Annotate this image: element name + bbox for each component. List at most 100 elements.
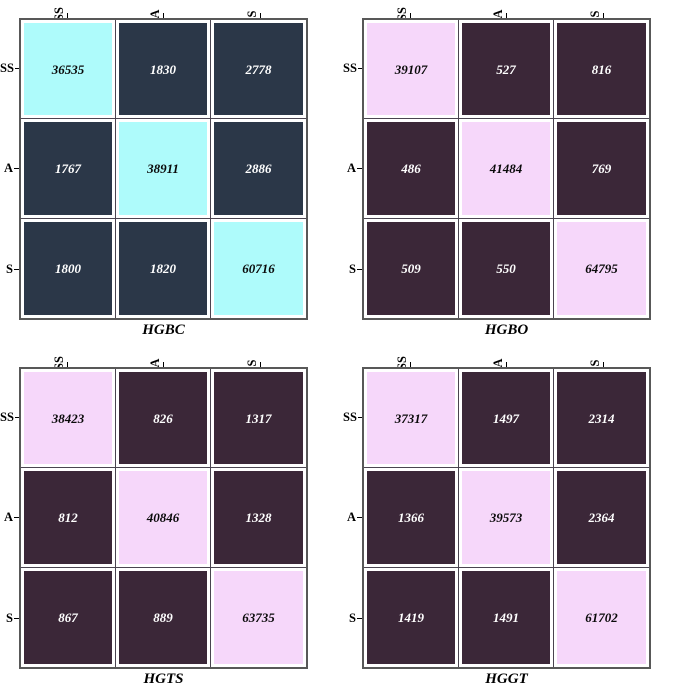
y-tick-hgbc-1: A — [0, 119, 19, 220]
x-tick-hgbo-0: SS — [362, 0, 458, 21]
heatmap-cell-hggt-r0c2: 2314 — [554, 369, 649, 469]
y-tick-hgts-1: A — [0, 468, 19, 569]
heatmap-cell-value: 2364 — [588, 509, 615, 525]
y-tick-mark — [14, 416, 19, 418]
heatmap-cell-hgbo-r0c2: 816 — [554, 20, 649, 120]
y-axis-tick-labels-hggt: SS A S — [343, 367, 362, 669]
x-tick-mark — [602, 362, 604, 367]
y-tick-hgbc-2: S — [0, 219, 19, 320]
x-tick-hggt-0: SS — [362, 349, 458, 370]
x-tick-hgbc-0: SS — [19, 0, 115, 21]
heatmap-cell-hgbo-r1c2: 769 — [554, 119, 649, 219]
heatmap-cell-value: 1328 — [245, 509, 272, 525]
panel-title-hgbo: HGBO — [484, 322, 529, 338]
heatmap-cell-fill: 527 — [462, 23, 550, 116]
x-tick-mark — [67, 13, 69, 18]
heatmap-cell-hggt-r2c1: 1491 — [459, 567, 554, 667]
x-tick-mark — [259, 13, 261, 18]
heatmap-cell-hggt-r1c0: 1366 — [364, 468, 459, 568]
heatmap-cell-hgbc-r2c2: 60716 — [211, 218, 306, 318]
heatmap-cell-fill: 38423 — [24, 372, 112, 465]
heatmap-cell-hgbc-r2c1: 1820 — [116, 218, 211, 318]
y-tick-mark — [14, 67, 19, 69]
y-tick-mark — [357, 269, 362, 271]
heatmap-cell-value: 39573 — [489, 509, 523, 525]
heatmap-cell-value: 64795 — [585, 260, 618, 276]
heatmap-cell-value: 1366 — [398, 509, 424, 525]
heatmap-cell-value: 769 — [591, 160, 612, 176]
panel-title-hgbc: HGBC — [142, 322, 185, 338]
heatmap-cell-value: 1767 — [55, 160, 81, 176]
heatmap-cell-hgts-r0c0: 38423 — [21, 369, 116, 469]
heatmap-cell-hgbc-r2c0: 1800 — [21, 218, 116, 318]
heatmap-cell-hggt-r1c2: 2364 — [554, 468, 649, 568]
heatmap-cell-hgts-r1c0: 812 — [21, 468, 116, 568]
heatmap-cell-fill: 486 — [367, 122, 455, 215]
heatmap-cell-value: 486 — [401, 160, 421, 176]
y-tick-label-text: A — [346, 510, 356, 525]
heatmap-cell-value: 2778 — [245, 61, 272, 77]
panel-title-hggt: HGGT — [485, 671, 528, 687]
y-tick-label-text: A — [3, 161, 13, 176]
heatmap-cell-hgbc-r1c2: 2886 — [211, 119, 306, 219]
heatmap-cell-fill: 1328 — [214, 471, 303, 564]
y-tick-label-text: SS — [343, 409, 357, 424]
heatmap-cell-fill: 63735 — [214, 570, 303, 664]
x-tick-hgbo-2: S — [555, 0, 651, 18]
heatmap-cell-fill: 769 — [557, 122, 646, 215]
heatmap-cell-fill: 39107 — [367, 23, 455, 116]
heatmap-cell-hgts-r2c1: 889 — [116, 567, 211, 667]
heatmap-cell-value: 41484 — [489, 160, 523, 176]
heatmap-cell-value: 1317 — [245, 410, 272, 426]
y-tick-mark — [357, 618, 362, 620]
y-tick-label-text: S — [349, 611, 356, 626]
x-tick-mark — [259, 362, 261, 367]
heatmap-cell-fill: 889 — [119, 570, 207, 664]
y-tick-mark — [357, 168, 362, 170]
heatmap-cell-value: 889 — [153, 609, 173, 625]
y-tick-mark — [14, 517, 19, 519]
x-tick-mark — [67, 362, 69, 367]
heatmap-cell-value: 1491 — [493, 609, 519, 625]
y-tick-label-text: S — [6, 611, 13, 626]
x-tick-mark — [163, 13, 165, 18]
heatmap-cell-hgts-r0c2: 1317 — [211, 369, 306, 469]
x-tick-mark — [506, 362, 508, 367]
heatmap-cell-value: 527 — [496, 61, 516, 77]
y-tick-label-text: A — [3, 510, 13, 525]
y-tick-hgts-2: S — [0, 568, 19, 669]
heatmap-cell-fill: 1419 — [367, 570, 455, 664]
heatmap-cell-fill: 2364 — [557, 471, 646, 564]
heatmap-cell-fill: 60716 — [214, 221, 303, 315]
heatmap-cell-value: 1800 — [55, 260, 81, 276]
heatmap-cell-hgts-r1c1: 40846 — [116, 468, 211, 568]
heatmap-cell-hgbo-r0c0: 39107 — [364, 20, 459, 120]
heatmap-cell-hgbc-r0c0: 36535 — [21, 20, 116, 120]
heatmap-cell-fill: 1830 — [119, 23, 207, 116]
heatmap-cell-value: 816 — [591, 61, 612, 77]
heatmap-cell-hgbc-r1c0: 1767 — [21, 119, 116, 219]
heatmap-cell-fill: 2314 — [557, 372, 646, 465]
x-tick-hggt-1: A — [458, 349, 554, 368]
heatmap-cell-hggt-r1c1: 39573 — [459, 468, 554, 568]
heatmap-cell-hgbo-r0c1: 527 — [459, 20, 554, 120]
heatmap-cell-hggt-r0c1: 1497 — [459, 369, 554, 469]
y-tick-label-text: SS — [0, 409, 14, 424]
x-tick-mark — [410, 13, 412, 18]
heatmap-cell-fill: 1800 — [24, 221, 112, 315]
y-tick-hgbo-2: S — [343, 219, 362, 320]
heatmap-cell-fill: 1366 — [367, 471, 455, 564]
heatmap-cell-hggt-r0c0: 37317 — [364, 369, 459, 469]
heatmap-cell-hgts-r1c2: 1328 — [211, 468, 306, 568]
heatmap-cell-hgbc-r0c1: 1830 — [116, 20, 211, 120]
heatmap-cell-value: 37317 — [394, 410, 428, 426]
